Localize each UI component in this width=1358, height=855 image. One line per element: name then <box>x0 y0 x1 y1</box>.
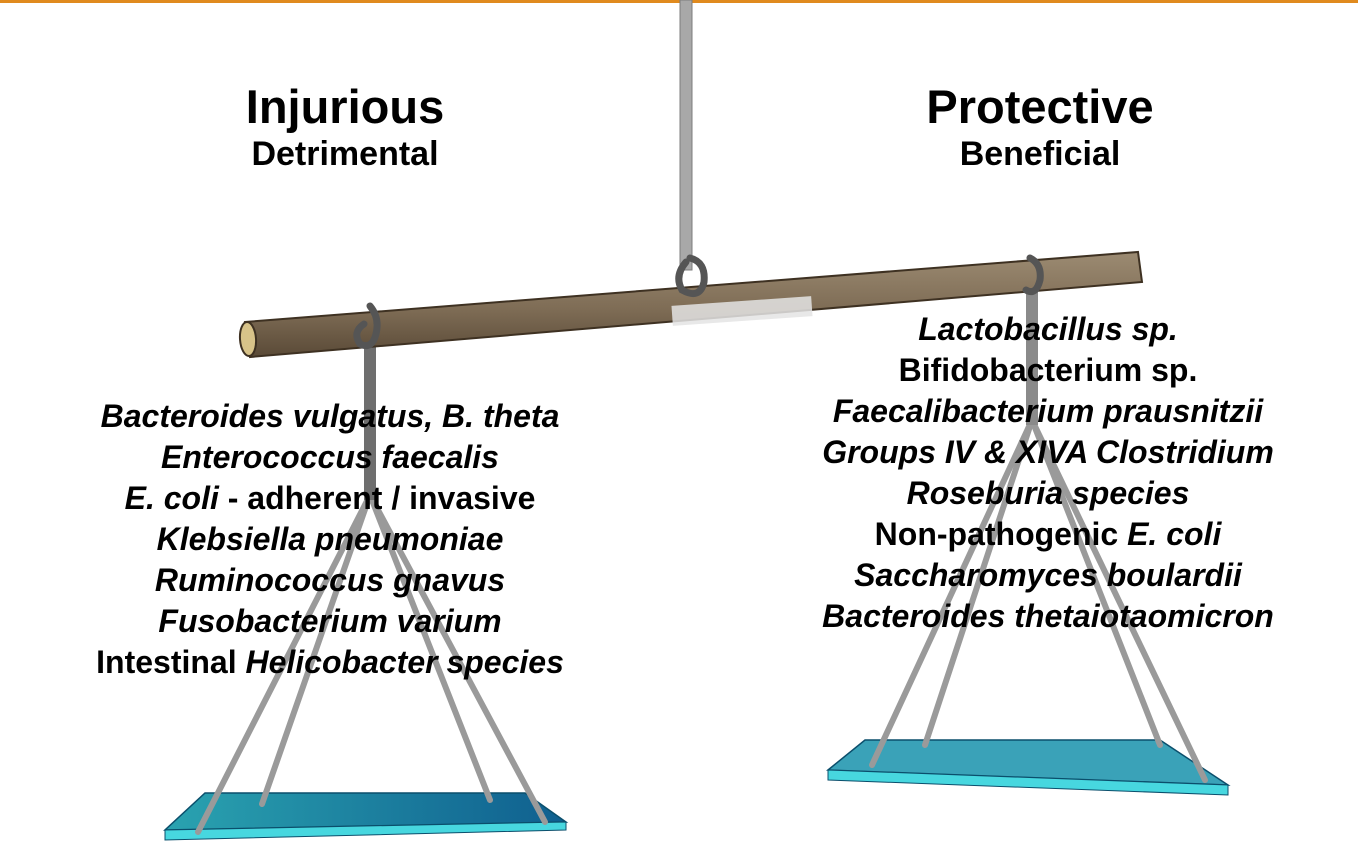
left-list-item: Klebsiella pneumoniae <box>0 519 660 560</box>
right-title: Protective <box>880 80 1200 134</box>
left-title: Injurious <box>190 80 500 134</box>
right-list-item-text: Bifidobacterium sp. <box>899 352 1198 388</box>
right-list-item: Roseburia species <box>738 473 1358 514</box>
right-list-item: Saccharomyces boulardii <box>738 555 1358 596</box>
left-list-item: Intestinal Helicobacter species <box>0 642 660 683</box>
right-list-item: Bifidobacterium sp. <box>738 350 1358 391</box>
right-pan <box>828 740 1228 795</box>
left-list-item-text: Fusobacterium varium <box>158 603 501 639</box>
left-list-item: Fusobacterium varium <box>0 601 660 642</box>
left-subtitle: Detrimental <box>190 134 500 174</box>
right-list-item: Bacteroides thetaiotaomicron <box>738 596 1358 637</box>
right-list-item: Groups IV & XIVA Clostridium <box>738 432 1358 473</box>
right-list-item-text: Lactobacillus sp. <box>918 311 1178 347</box>
right-list-item-text: Roseburia species <box>907 475 1190 511</box>
hanging-rod <box>680 0 692 270</box>
right-subtitle: Beneficial <box>880 134 1200 174</box>
right-list-item: Non-pathogenic E. coli <box>738 514 1358 555</box>
protective-microbe-list: Lactobacillus sp. Bifidobacterium sp. Faec… <box>738 309 1358 637</box>
right-list-item-text: Groups IV & XIVA Clostridium <box>822 434 1274 470</box>
left-list-item: Ruminococcus gnavus <box>0 560 660 601</box>
right-list-item: Faecalibacterium prausnitzii <box>738 391 1358 432</box>
right-list-item: Lactobacillus sp. <box>738 309 1358 350</box>
left-pan <box>165 793 566 840</box>
right-heading: Protective Beneficial <box>880 80 1200 174</box>
left-list-item-text: Klebsiella pneumoniae <box>157 521 504 557</box>
left-list-item-text: Bacteroides vulgatus, B. theta <box>101 398 560 434</box>
right-list-item-text: Saccharomyces boulardii <box>854 557 1242 593</box>
left-list-item-text: E. coli <box>125 480 219 516</box>
left-list-item: E. coli - adherent / invasive <box>0 478 660 519</box>
right-list-item-text: Bacteroides thetaiotaomicron <box>822 598 1274 634</box>
right-list-item-text: Faecalibacterium prausnitzii <box>833 393 1263 429</box>
left-list-item-text: - adherent / invasive <box>219 480 536 516</box>
left-list-item-text: Enterococcus faecalis <box>161 439 499 475</box>
right-list-item-text: Non-pathogenic <box>875 516 1127 552</box>
right-list-item-text: E. coli <box>1127 516 1221 552</box>
left-list-item-text: Ruminococcus gnavus <box>155 562 505 598</box>
left-list-item-text: Helicobacter species <box>245 644 563 680</box>
left-list-item: Bacteroides vulgatus, B. theta <box>0 396 660 437</box>
left-list-item: Enterococcus faecalis <box>0 437 660 478</box>
left-heading: Injurious Detrimental <box>190 80 500 174</box>
left-list-item-text: Intestinal <box>96 644 245 680</box>
